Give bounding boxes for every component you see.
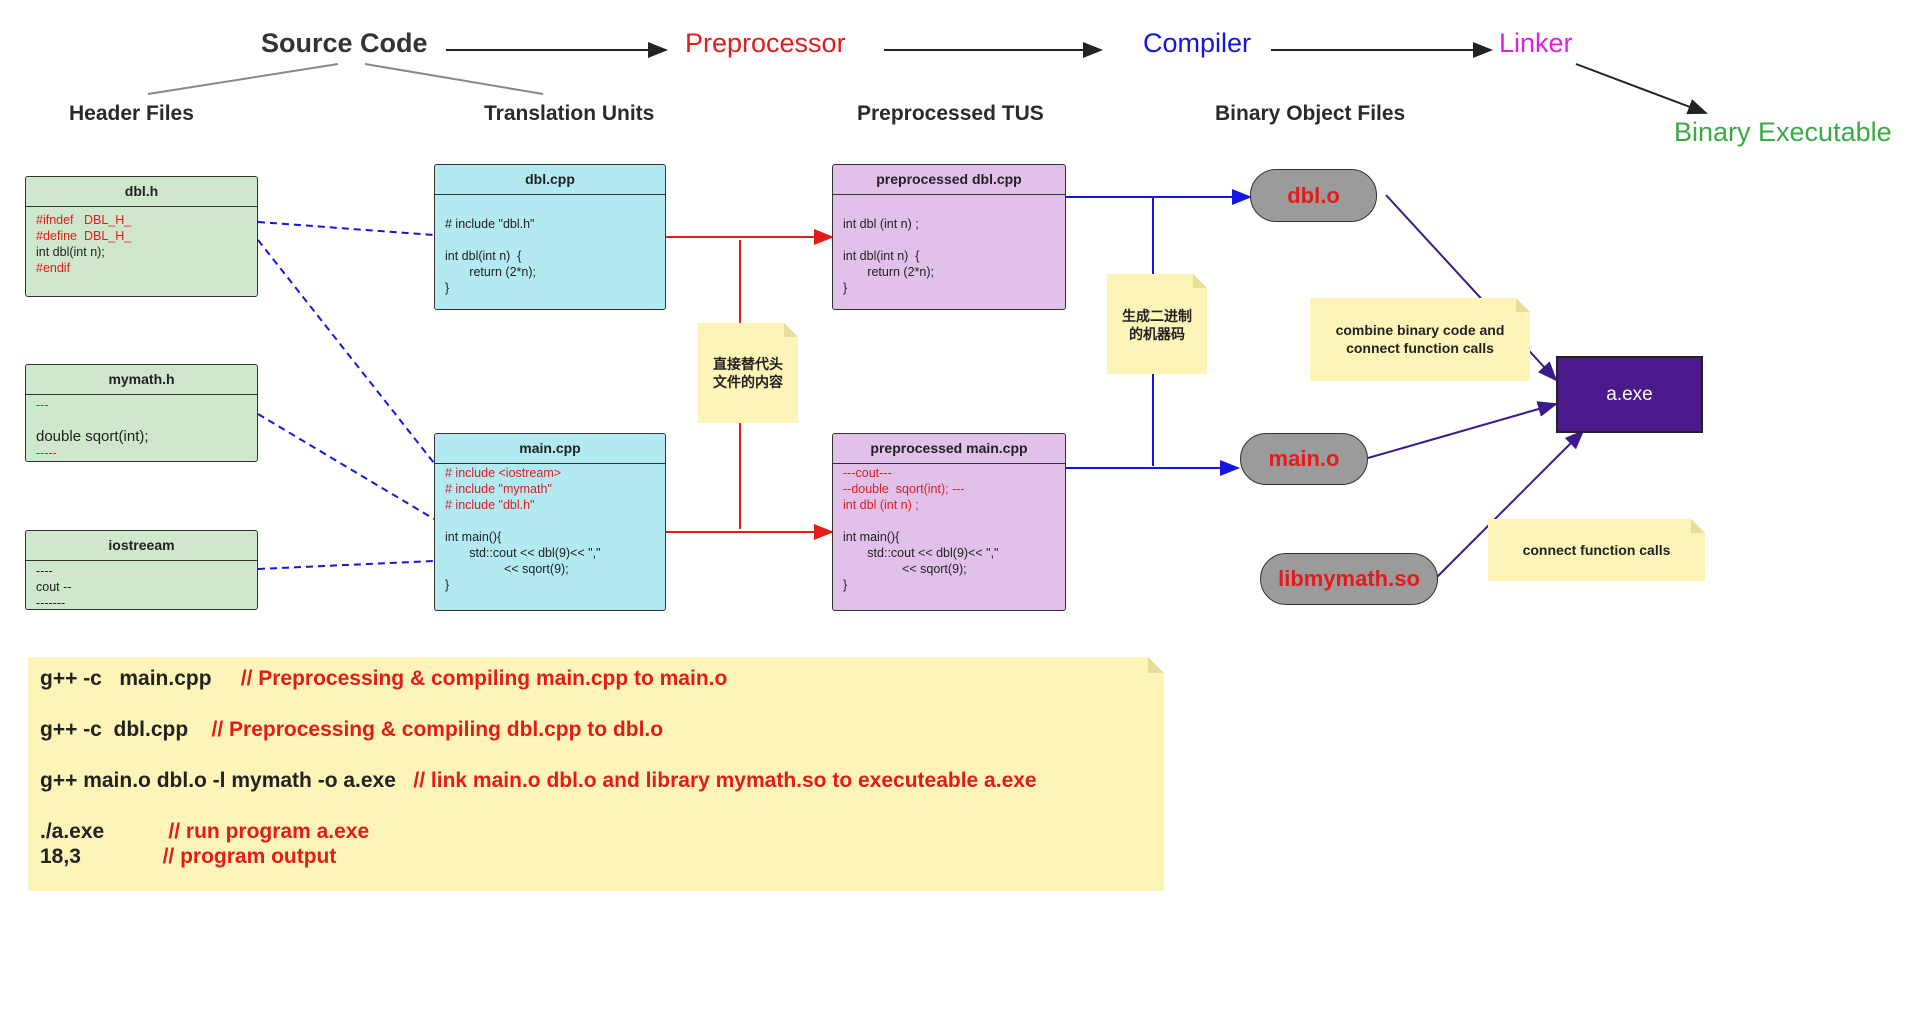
code-line (843, 513, 1055, 529)
header-object-files: Binary Object Files (1215, 102, 1406, 125)
code-line: # include "dbl.h" (445, 217, 535, 231)
code-line: # include "dbl.h" (445, 498, 535, 512)
a-exe-node: a.exe (1556, 356, 1703, 433)
command-comment: // link main.o dbl.o and library mymath.… (413, 769, 1037, 792)
command-panel: g++ -c main.cpp // Preprocessing & compi… (28, 657, 1164, 891)
code-line: return (2*n); (445, 265, 537, 279)
code-line: return (2*n); (843, 265, 935, 279)
code-line: << sqort(9); (843, 562, 967, 576)
stage-source-code: Source Code (261, 28, 428, 58)
box-title: main.cpp (435, 434, 665, 464)
code-line (843, 200, 1055, 216)
box-title: iostreeam (26, 531, 257, 561)
code-line: # include <iostream> (445, 466, 562, 480)
code-line: --double sqort(int); --- (843, 482, 965, 496)
code-line: int dbl(int n); (36, 245, 105, 259)
code-line: ---- (36, 564, 53, 578)
code-line: } (843, 578, 848, 592)
command-line: g++ -c main.cpp // Preprocessing & compi… (40, 667, 727, 691)
code-line: std::cout << dbl(9)<< "," (445, 546, 601, 560)
code-line: int main(){ (843, 530, 900, 544)
code-line: int main(){ (445, 530, 502, 544)
command-comment: // program output (162, 845, 337, 868)
code-line: } (445, 578, 450, 592)
command-comment: // Preprocessing & compiling dbl.cpp to … (211, 718, 664, 741)
note-combine-binary: combine binary code and connect function… (1310, 298, 1530, 381)
main-cpp-box: main.cpp # include <iostream> # include … (434, 433, 666, 611)
command-line: ./a.exe // run program a.exe (40, 820, 369, 844)
main-o-node: main.o (1240, 433, 1368, 485)
code-line: ----- (36, 446, 57, 460)
dbl-cpp-box: dbl.cpp # include "dbl.h" int dbl(int n)… (434, 164, 666, 310)
command-comment: // run program a.exe (168, 820, 370, 843)
preprocessed-dbl-box: preprocessed dbl.cpp int dbl (int n) ; i… (832, 164, 1066, 310)
code-line (445, 513, 655, 529)
command-line: 18,3 // program output (40, 845, 336, 869)
code-line: #ifndef DBL_H_ (36, 213, 132, 227)
code-line: << sqort(9); (445, 562, 569, 576)
iostream-box: iostreeam ---- cout -- ------- (25, 530, 258, 610)
code-line: std::cout << dbl(9)<< "," (843, 546, 999, 560)
code-line (36, 413, 247, 429)
code-line: --- (36, 398, 49, 412)
code-line: #endif (36, 261, 71, 275)
code-line: int dbl(int n) { (445, 249, 522, 263)
mymath-h-box: mymath.h --- double sqort(int); ----- (25, 364, 258, 462)
stage-preprocessor: Preprocessor (685, 28, 846, 58)
note-text: 直接替代头 文件的内容 (713, 356, 783, 390)
code-line: } (445, 281, 450, 295)
command-line: g++ -c dbl.cpp // Preprocessing & compil… (40, 718, 663, 742)
code-line: } (843, 281, 848, 295)
note-text: connect function calls (1522, 542, 1671, 558)
note-replace-header: 直接替代头 文件的内容 (698, 323, 798, 423)
libmymath-so-node: libmymath.so (1260, 553, 1438, 605)
header-preprocessed-tus: Preprocessed TUS (857, 102, 1044, 125)
code-line: ------- (36, 596, 66, 610)
box-title: preprocessed dbl.cpp (833, 165, 1065, 195)
note-connect-calls: connect function calls (1488, 519, 1705, 581)
note-text: 生成二进制 的机器码 (1122, 308, 1192, 342)
code-line: int dbl (int n) ; (843, 498, 919, 512)
note-machine-code: 生成二进制 的机器码 (1107, 274, 1207, 374)
box-title: dbl.h (26, 177, 257, 207)
command-text: g++ main.o dbl.o -l mymath -o a.exe (40, 769, 414, 792)
header-translation-units: Translation Units (484, 102, 655, 125)
code-line (445, 200, 655, 216)
command-text: g++ -c main.cpp (40, 667, 241, 690)
dbl-o-node: dbl.o (1250, 169, 1377, 222)
code-line: double sqort(int); (36, 428, 149, 445)
note-text: combine binary code and connect function… (1335, 322, 1505, 356)
box-title: mymath.h (26, 365, 257, 395)
code-line: cout -- (36, 580, 72, 594)
code-line: int dbl (int n) ; (843, 217, 919, 231)
stage-linker: Linker (1499, 28, 1573, 58)
code-line (445, 232, 655, 248)
box-title: preprocessed main.cpp (833, 434, 1065, 464)
command-text: ./a.exe (40, 820, 169, 843)
stage-compiler: Compiler (1143, 28, 1252, 58)
code-line: ---cout--- (843, 466, 892, 480)
box-title: dbl.cpp (435, 165, 665, 195)
command-line: g++ main.o dbl.o -l mymath -o a.exe // l… (40, 769, 1037, 793)
command-text: 18,3 (40, 845, 163, 868)
header-header-files: Header Files (69, 102, 194, 125)
command-text: g++ -c dbl.cpp (40, 718, 212, 741)
dbl-h-box: dbl.h #ifndef DBL_H_ #define DBL_H_ int … (25, 176, 258, 297)
stage-binary-executable: Binary Executable (1674, 117, 1892, 147)
code-line: int dbl(int n) { (843, 249, 920, 263)
code-line (843, 232, 1055, 248)
code-line: #define DBL_H_ (36, 229, 132, 243)
command-comment: // Preprocessing & compiling main.cpp to… (240, 667, 728, 690)
code-line: # include "mymath" (445, 482, 552, 496)
preprocessed-main-box: preprocessed main.cpp ---cout--- --doubl… (832, 433, 1066, 611)
